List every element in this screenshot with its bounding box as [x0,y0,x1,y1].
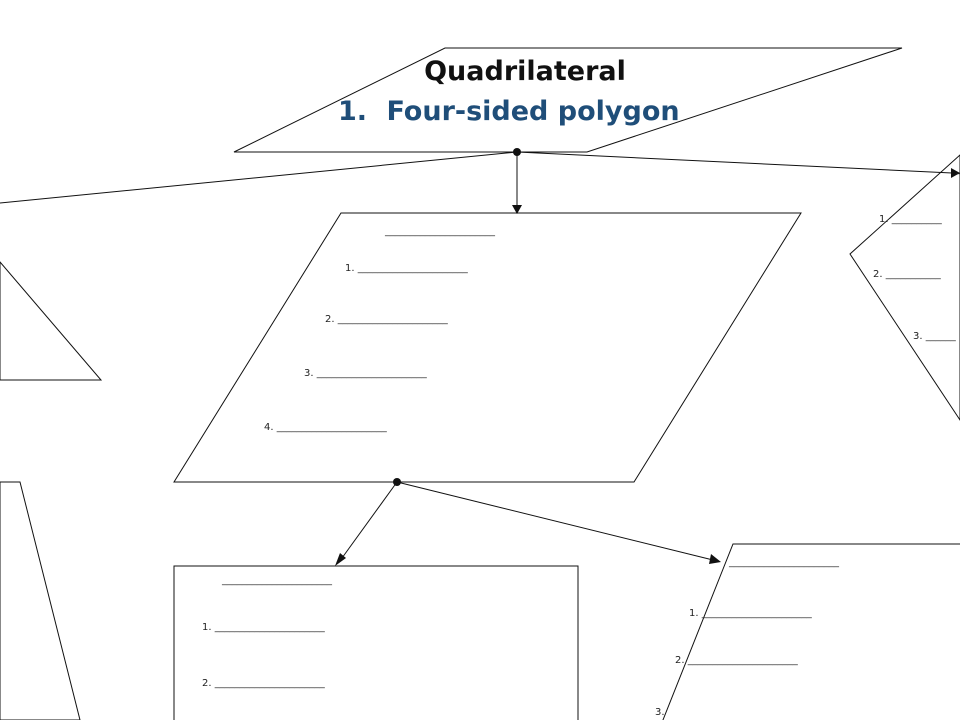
center-box-heading: ______________________ [385,226,495,237]
connector-center-bottom-right [396,481,714,561]
center-box-item-1: 1. ______________________ [345,263,468,274]
root-item-number: 1. [338,96,368,127]
root-item-text: Four-sided polygon [386,96,680,127]
bottom-right-box-item-2: 2. ______________________ [675,655,798,666]
right-box-item-3: 3. ______ [913,331,956,342]
connector-root-left [0,151,518,204]
center-box-item-2: 2. ______________________ [325,314,448,325]
bottom-right-box-item-1: 1. ______________________ [689,608,812,619]
junction-dot-bottom [393,478,401,486]
root-title: Quadrilateral [424,56,626,87]
left-triangle-shape [0,261,103,381]
arrowhead-center [512,205,522,214]
right-box-shape [849,154,960,421]
center-box-shape [173,212,802,483]
arrowhead-right [951,168,960,178]
center-box-item-4: 4. ______________________ [264,422,387,433]
bottom-left-box-heading: ______________________ [222,575,332,586]
root-shape [233,47,903,153]
bottom-left-box-item-2: 2. ______________________ [202,678,325,689]
bottom-right-box-shape [662,543,960,720]
left-tall-shape [0,481,81,720]
bottom-left-box-item-1: 1. ______________________ [202,622,325,633]
bottom-right-box-item-3: 3. [655,707,665,718]
right-box-item-2: 2. ___________ [873,269,941,280]
right-box-item-1: 1. __________ [879,214,942,225]
bottom-left-box-shape [173,565,579,720]
center-box-item-3: 3. ______________________ [304,368,427,379]
connector-root-right [516,151,953,174]
arrowhead-bottom-left [335,553,346,566]
connector-center-bottom-left [341,481,398,559]
bottom-right-box-heading: ______________________ [729,557,839,568]
root-item-1: 1. Four-sided polygon [338,96,680,127]
junction-dot-top [513,148,521,156]
arrowhead-bottom-right [709,554,721,564]
right-box-heading: _ [956,164,960,176]
